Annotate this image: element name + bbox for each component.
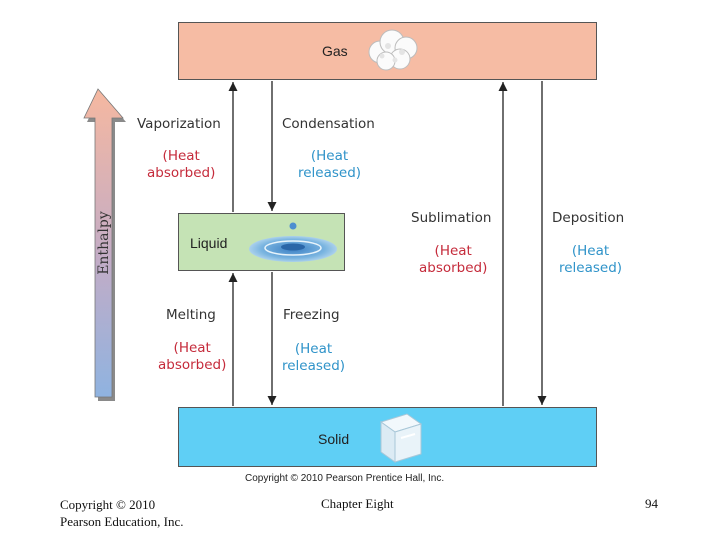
- footer-chapter: Chapter Eight: [321, 496, 394, 511]
- melting-label: Melting: [166, 307, 216, 323]
- vaporization-heat-label: (Heat absorbed): [147, 148, 216, 181]
- deposition-label: Deposition: [552, 210, 625, 226]
- gas-state-box: Gas: [178, 22, 597, 80]
- page-number: 94: [645, 496, 658, 511]
- liquid-label: Liquid: [190, 235, 228, 251]
- deposition-heat-label: (Heat released): [559, 243, 623, 276]
- sublimation-heat-label: (Heat absorbed): [419, 243, 488, 276]
- water-splash-icon: [249, 222, 337, 262]
- gas-cloud-icon: [368, 29, 418, 71]
- condensation-label: Condensation: [282, 116, 375, 132]
- footer-copyright-line2: Pearson Education, Inc.: [60, 514, 184, 529]
- sublimation-label: Sublimation: [411, 210, 492, 226]
- solid-label: Solid: [318, 431, 350, 447]
- melting-heat-label: (Heat absorbed): [158, 340, 227, 373]
- footer-copyright: Copyright © 2010 Pearson Education, Inc.: [60, 496, 183, 530]
- freezing-heat-label: (Heat released): [282, 341, 346, 374]
- figure-copyright: Copyright © 2010 Pearson Prentice Hall, …: [245, 473, 445, 484]
- freezing-label: Freezing: [283, 307, 340, 323]
- gas-label: Gas: [322, 43, 348, 59]
- vaporization-label: Vaporization: [137, 116, 221, 132]
- ice-cube-icon: [379, 413, 423, 463]
- condensation-heat-label: (Heat released): [298, 148, 362, 181]
- footer-copyright-line1: Copyright © 2010: [60, 497, 156, 512]
- liquid-state-box: Liquid: [178, 213, 345, 271]
- solid-state-box: Solid: [178, 407, 597, 467]
